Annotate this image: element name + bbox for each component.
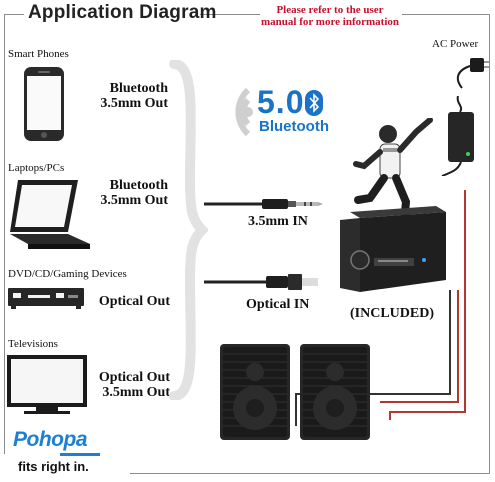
brand-logo: Pohopa	[13, 428, 88, 451]
frame-left	[4, 14, 5, 454]
smartphone-icon	[18, 66, 74, 149]
laptop-icon	[6, 176, 92, 259]
frame-top-far	[402, 14, 490, 15]
frame-top-right	[200, 14, 260, 15]
page-title: Application Diagram	[28, 2, 217, 23]
wireless-signal-icon	[212, 86, 256, 143]
bluetooth-label: Bluetooth	[259, 118, 329, 135]
ac-plug-icon	[440, 52, 490, 97]
source-name-smartphones: Smart Phones	[8, 48, 69, 60]
output-label-dvd: Optical Out	[98, 294, 170, 309]
speaker-right-icon	[298, 342, 372, 447]
speaker-wires	[290, 190, 490, 435]
brand-tagline: fits right in.	[18, 459, 89, 474]
bluetooth-version: 5.0	[257, 84, 305, 120]
television-icon	[6, 354, 88, 421]
source-name-dvd: DVD/CD/Gaming Devices	[8, 268, 127, 280]
aux-cable-icon	[204, 192, 324, 221]
frame-top-left	[4, 14, 24, 15]
ac-power-label: AC Power	[432, 38, 479, 50]
speaker-left-icon	[218, 342, 292, 447]
power-adapter-icon	[428, 95, 488, 181]
output-label-televisions: Optical Out 3.5mm Out	[98, 370, 170, 400]
frame-right	[489, 14, 490, 474]
output-label-smartphones: Bluetooth 3.5mm Out	[100, 81, 168, 111]
source-name-laptops: Laptops/PCs	[8, 162, 65, 174]
frame-bottom	[130, 473, 490, 474]
optical-input-label: Optical IN	[246, 297, 310, 312]
dvd-player-icon	[8, 286, 84, 315]
aux-input-label: 3.5mm IN	[248, 214, 308, 229]
brand-logo-underline	[60, 453, 100, 456]
bluetooth-icon	[305, 90, 323, 121]
source-name-televisions: Televisions	[8, 338, 58, 350]
optical-cable-icon	[204, 270, 324, 299]
manual-note: Please refer to the user manual for more…	[261, 4, 399, 28]
amplifier-icon	[336, 198, 448, 307]
included-label: (INCLUDED)	[350, 306, 434, 321]
grouping-brace	[168, 59, 210, 405]
output-label-laptops: Bluetooth 3.5mm Out	[100, 178, 168, 208]
